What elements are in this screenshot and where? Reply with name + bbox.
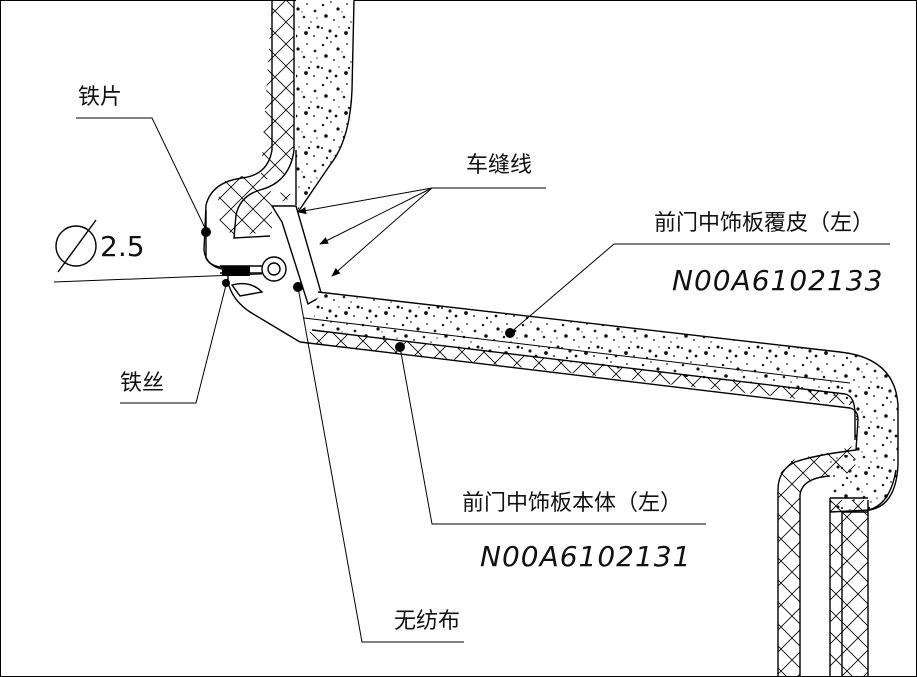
leader-iron-sheet — [76, 117, 207, 231]
upper-panel-body — [217, 0, 300, 235]
iron-wire-dot — [222, 279, 230, 287]
label-stitch-line: 车缝线 — [466, 153, 532, 178]
nonwoven-layer — [303, 317, 851, 384]
stitch-arrow-3 — [331, 187, 433, 277]
seam-block — [270, 205, 323, 306]
leader-nonwoven — [297, 286, 464, 643]
iron-wire-section — [261, 256, 287, 282]
lower-foam-skin — [312, 292, 898, 510]
leader-skin — [509, 243, 890, 334]
label-skin-part-no: N00A6102133 — [672, 264, 883, 297]
label-nonwoven: 无纺布 — [394, 609, 460, 634]
stitch-arrow-1 — [297, 187, 433, 215]
iron-sheet-dot — [201, 227, 211, 237]
upper-foam-skin — [296, 0, 354, 210]
stitch-arrow-2 — [319, 187, 433, 245]
label-skin-name: 前门中饰板覆皮（左） — [654, 211, 874, 236]
leader-iron-wire — [120, 284, 227, 404]
label-body-part-no: N00A6102131 — [480, 540, 691, 573]
label-iron-sheet: 铁片 — [78, 85, 122, 110]
right-inner-panel — [830, 500, 868, 677]
leader-diameter — [53, 273, 263, 283]
label-body-name: 前门中饰板本体（左） — [462, 491, 682, 516]
diameter-symbol-icon — [55, 225, 97, 267]
label-iron-wire: 铁丝 — [120, 371, 164, 396]
label-diameter: 2.5 — [100, 230, 145, 263]
leader-body — [399, 346, 706, 525]
